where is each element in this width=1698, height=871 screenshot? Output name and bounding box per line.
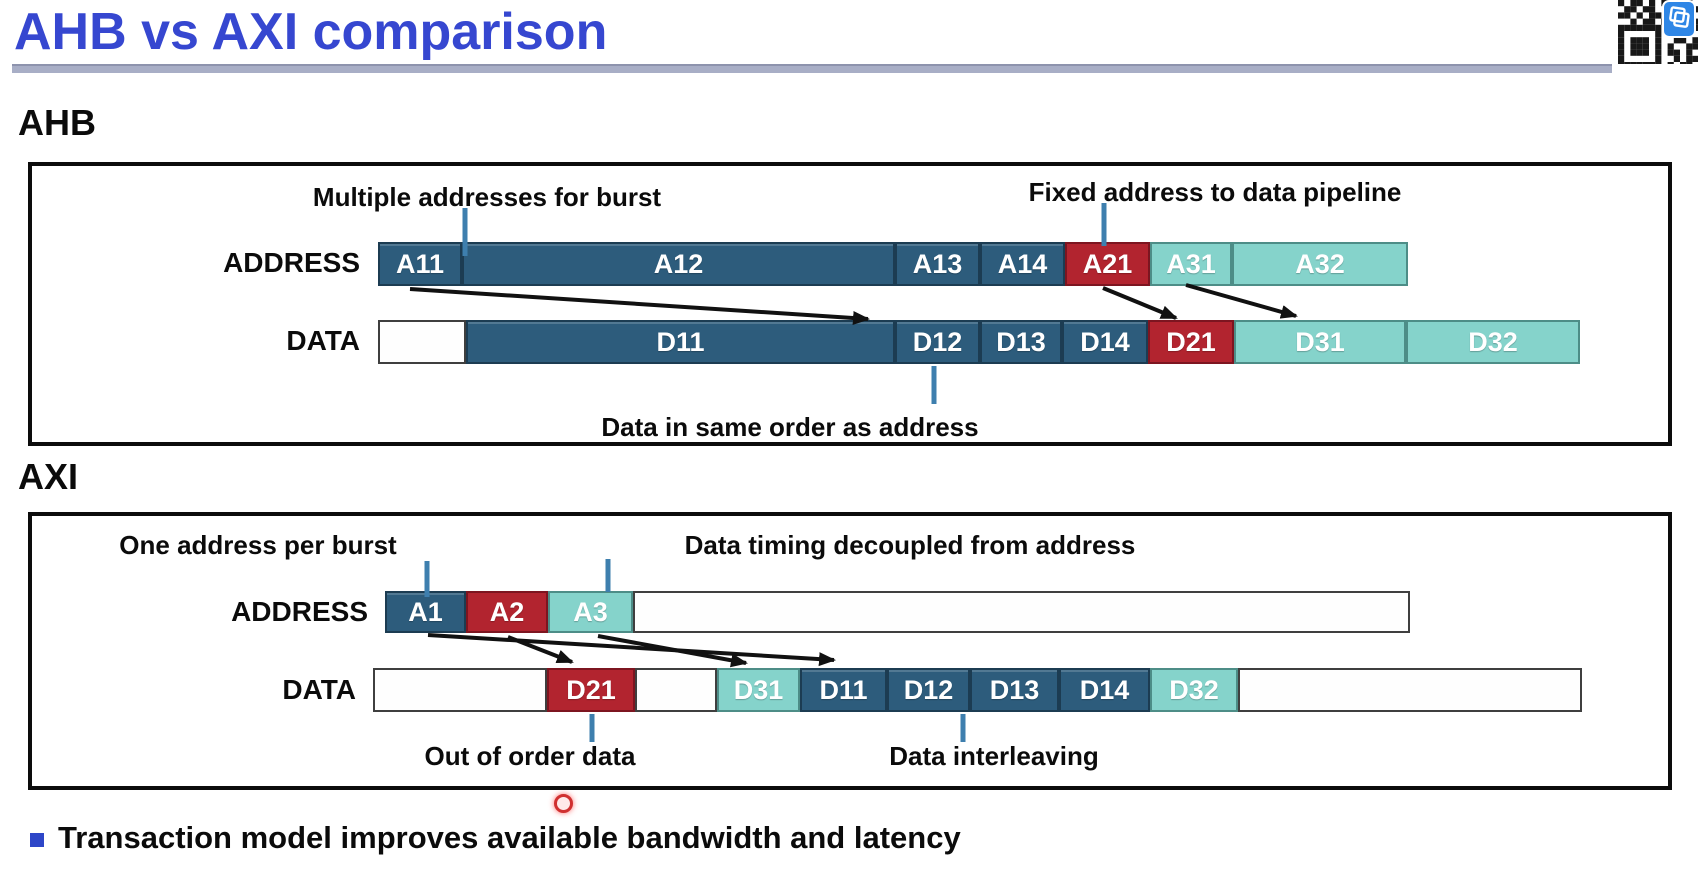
axi-address-label: ADDRESS [231,596,368,627]
block-a32: A32 [1232,242,1408,286]
block-a11: A11 [378,242,462,286]
axi-diagram-box [28,512,1672,790]
block-label: D31 [733,674,784,705]
block-label: D13 [989,674,1040,705]
block-d13: D13 [980,320,1062,364]
block-empty [633,591,1410,633]
bullet-square [30,833,44,847]
laser-pointer-dot [554,794,573,813]
block-label: D14 [1080,326,1130,357]
block-empty [635,668,717,712]
block-a2: A2 [466,591,548,633]
ahb-diagram-box [28,162,1672,446]
block-d13: D13 [970,668,1059,712]
block-d31: D31 [1234,320,1406,364]
block-label: A3 [573,596,608,627]
block-label: D11 [656,326,705,357]
ahb-section-heading: AHB [18,102,96,143]
annotation-multiple-addresses-for-burst: Multiple addresses for burst [312,182,662,212]
axi-section-heading: AXI [18,456,79,497]
block-label: A13 [912,248,963,279]
block-d32: D32 [1150,668,1238,712]
block-a13: A13 [895,242,980,286]
block-label: D11 [819,674,868,705]
ahb-data-row: D11 D12 D13 D14 D21 D31 D32 [378,320,1580,364]
block-label: A2 [489,596,525,627]
block-label: D32 [1169,674,1219,705]
annotation-data-timing-decoupled: Data timing decoupled from address [684,530,1136,560]
block-label: D32 [1468,326,1518,357]
block-d14: D14 [1059,668,1150,712]
annotation-fixed-address-to-data-pipeline: Fixed address to data pipeline [1028,177,1402,207]
block-label: A1 [408,596,443,627]
block-label: A32 [1295,248,1345,279]
block-label: A14 [997,248,1048,279]
block-label: D21 [566,674,616,705]
block-d32: D32 [1406,320,1580,364]
block-label: D31 [1295,326,1345,357]
block-d21: D21 [547,668,635,712]
block-empty [373,668,547,712]
page-title: AHB vs AXI comparison [14,3,608,61]
block-label: A11 [395,248,445,279]
block-label: A12 [653,248,704,279]
block-label: D12 [912,326,963,357]
block-d11: D11 [800,668,887,712]
block-label: D12 [903,674,954,705]
ahb-address-label: ADDRESS [223,247,360,278]
axi-data-row: D21 D31 D11 D12 D13 D14 D32 [373,668,1582,712]
annotation-data-interleaving: Data interleaving [889,741,1099,771]
block-d12: D12 [895,320,980,364]
block-d21: D21 [1148,320,1234,364]
annotation-out-of-order-data: Out of order data [424,741,636,771]
block-a3: A3 [548,591,633,633]
block-a21: A21 [1065,242,1150,286]
block-d11: D11 [466,320,895,364]
axi-address-row: A1 A2 A3 [385,591,1410,633]
block-label: D21 [1166,326,1216,357]
annotation-data-same-order: Data in same order as address [601,412,979,442]
block-a31: A31 [1150,242,1232,286]
title-underline-rule [12,64,1612,73]
axi-data-label: DATA [282,674,356,705]
block-a1: A1 [385,591,466,633]
block-label: D14 [1079,674,1130,705]
annotation-one-address-per-burst: One address per burst [119,530,397,560]
bullet-text: Transaction model improves available ban… [58,820,961,855]
block-a12: A12 [462,242,895,286]
block-empty [378,320,466,364]
block-label: D13 [996,326,1046,357]
block-a14: A14 [980,242,1065,286]
block-label: A31 [1166,248,1216,279]
block-d31: D31 [717,668,800,712]
stacked-squares-icon [1662,0,1696,38]
ahb-address-row: A11 A12 A13 A14 A21 A31 A32 [378,242,1408,286]
block-empty [1238,668,1582,712]
block-d14: D14 [1062,320,1148,364]
block-d12: D12 [887,668,970,712]
ahb-data-label: DATA [286,325,360,356]
block-label: A21 [1082,248,1133,279]
